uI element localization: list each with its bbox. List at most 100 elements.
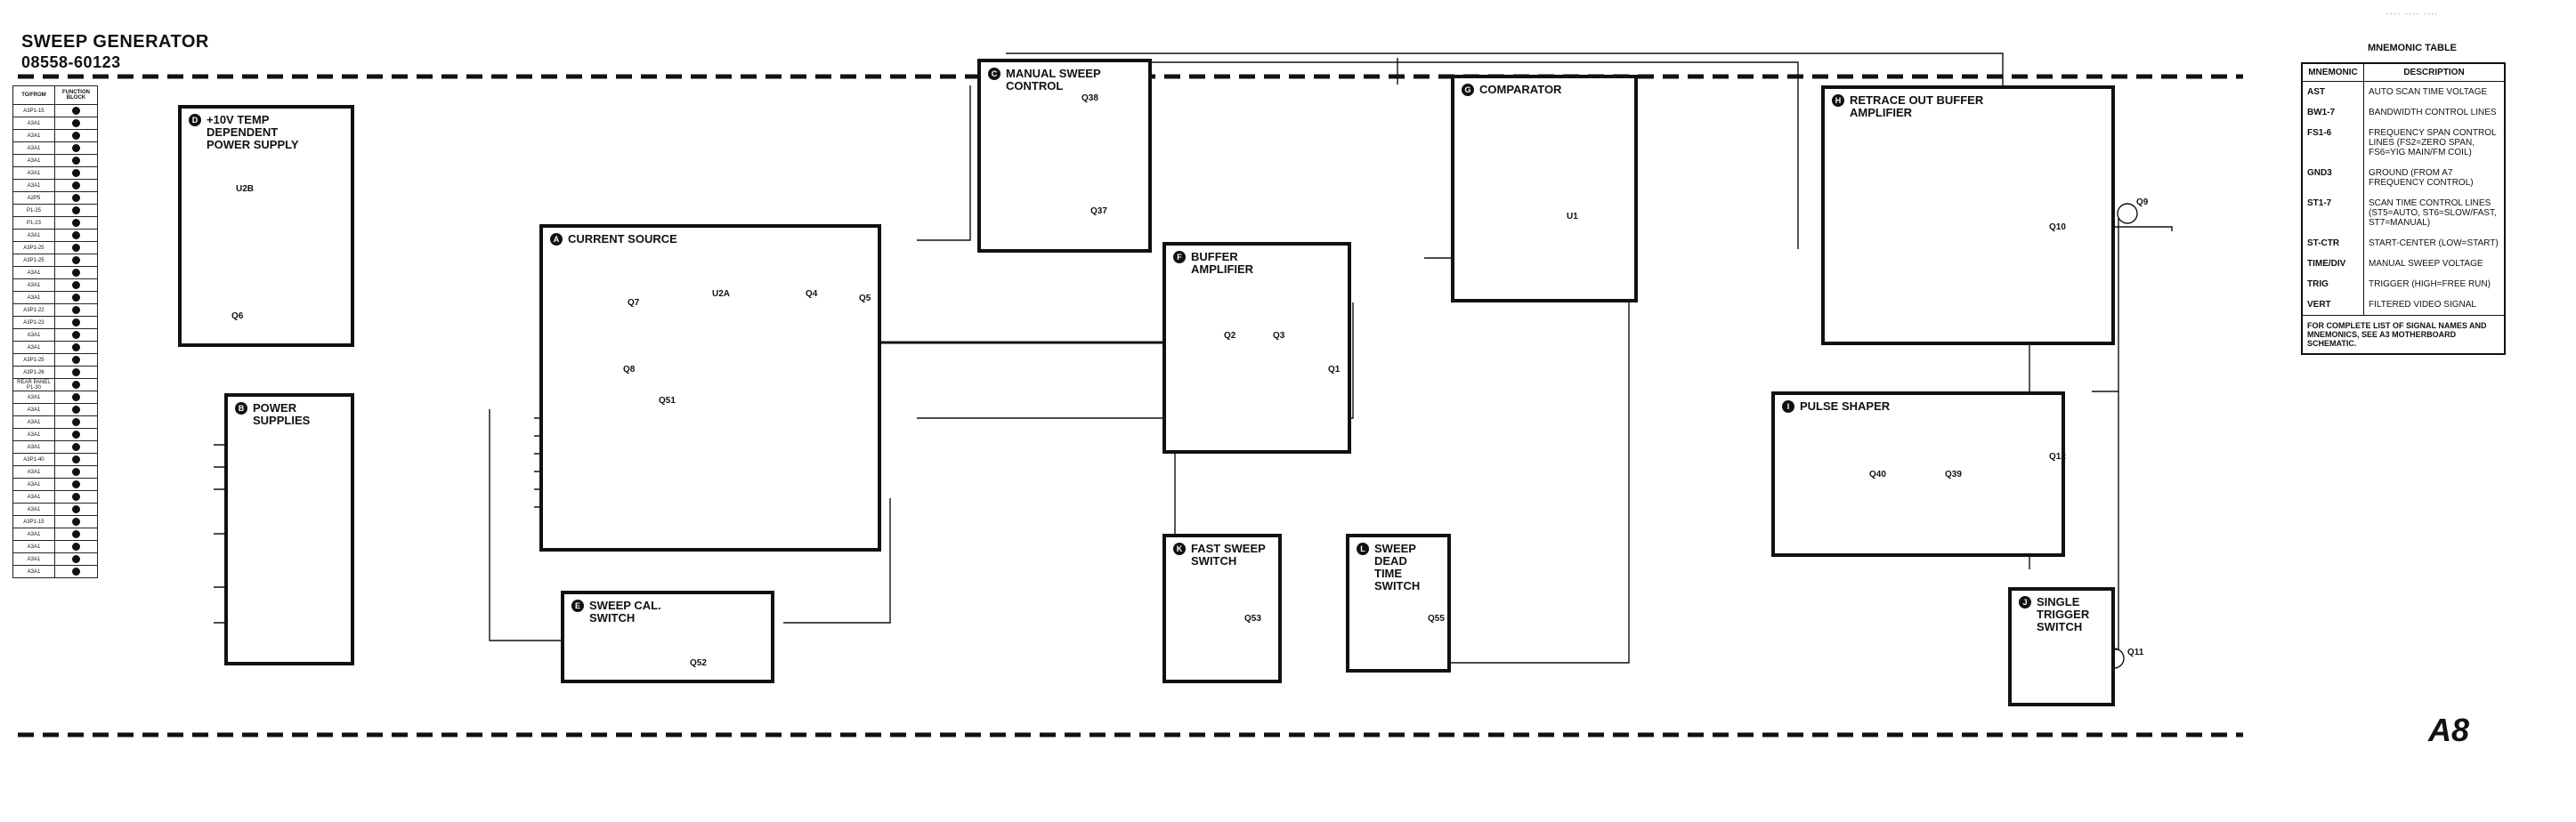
- description-cell: SCAN TIME CONTROL LINES (ST5=AUTO, ST6=S…: [2363, 193, 2506, 233]
- block-id-badge: D: [189, 114, 201, 126]
- to-from-row: A3A1: [12, 391, 99, 404]
- function-block-dot-icon: [71, 468, 80, 476]
- function-block-dot-icon: [71, 206, 80, 214]
- block-id-badge: J: [2019, 596, 2031, 608]
- block-id-badge: I: [1782, 400, 1794, 413]
- function-block-dot-icon: [71, 331, 80, 339]
- mnemonic-table-title: MNEMONIC TABLE: [2368, 43, 2458, 53]
- function-block-dot-icon: [71, 219, 80, 227]
- component-ref: Q10: [2049, 222, 2066, 232]
- function-block-dot-icon: [71, 406, 80, 414]
- component-ref: Q37: [1090, 206, 1107, 216]
- l-to-h: [1442, 302, 1630, 664]
- function-block-dot-icon: [71, 455, 80, 463]
- header-marks: ---- ---- ----: [2386, 11, 2439, 18]
- function-block-dot-icon: [71, 194, 80, 202]
- to-from-row: A3A1: [12, 440, 99, 454]
- function-block-dot-icon: [71, 530, 80, 538]
- block-single-trigger-switch: J SINGLE TRIGGER SWITCH: [2008, 587, 2115, 706]
- mnemonic-cell: TIME/DIV: [2301, 254, 2364, 274]
- part-number: 08558-60123: [21, 53, 121, 71]
- function-block-dot-icon: [71, 181, 80, 189]
- description-cell: TRIGGER (HIGH=FREE RUN): [2363, 274, 2506, 294]
- block-comparator: G COMPARATOR: [1451, 75, 1638, 302]
- function-block-dot-icon: [71, 132, 80, 140]
- block-title: COMPARATOR: [1479, 83, 1562, 96]
- block-retrace-out-buffer: H RETRACE OUT BUFFER AMPLIFIER: [1821, 85, 2115, 345]
- component-ref: Q7: [628, 298, 640, 308]
- to-from-row: A3P1-40: [12, 453, 99, 466]
- function-block-dot-icon: [71, 306, 80, 314]
- function-block-dot-icon: [71, 256, 80, 264]
- component-ref: Q2: [1224, 331, 1236, 341]
- block-id-badge: B: [235, 402, 247, 415]
- top-bus-2: [1126, 61, 1799, 249]
- function-block-dot-icon: [71, 368, 80, 376]
- function-block-dot-icon: [71, 543, 80, 551]
- page-id: A8: [2428, 712, 2470, 748]
- function-block-dot-icon: [71, 144, 80, 152]
- mnemonic-cell: GND3: [2301, 163, 2364, 193]
- function-block-dot-icon: [71, 356, 80, 364]
- block-title: SWEEP DEAD TIME SWITCH: [1374, 542, 1421, 592]
- block-title: SINGLE TRIGGER SWITCH: [2037, 595, 2090, 633]
- to-from-row: P1-25: [12, 204, 99, 217]
- component-ref: Q11: [2127, 648, 2144, 657]
- function-block-dot-icon: [71, 119, 80, 127]
- function-block-dot-icon: [71, 281, 80, 289]
- to-from-row: A3A1: [12, 154, 99, 167]
- to-from-row: A3P1-23: [12, 316, 99, 329]
- description-cell: BANDWIDTH CONTROL LINES: [2363, 102, 2506, 123]
- component-ref: U1: [1567, 212, 1578, 222]
- block-id-badge: G: [1462, 84, 1474, 96]
- component-ref: Q9: [2136, 197, 2149, 207]
- description-cell: GROUND (FROM A7 FREQUENCY CONTROL): [2363, 163, 2506, 193]
- description-cell: AUTO SCAN TIME VOLTAGE: [2363, 81, 2506, 102]
- block-title: BUFFER AMPLIFIER: [1191, 250, 1254, 276]
- mnemonic-footnote: FOR COMPLETE LIST OF SIGNAL NAMES AND MN…: [2301, 315, 2506, 355]
- e-return: [783, 498, 891, 624]
- component-ref: Q4: [806, 289, 818, 299]
- function-block-dot-icon: [71, 157, 80, 165]
- to-from-row: A3P1-15: [12, 515, 99, 528]
- description-cell: MANUAL SWEEP VOLTAGE: [2363, 254, 2506, 274]
- mnemonic-cell: VERT: [2301, 294, 2364, 316]
- component-ref: Q5: [859, 294, 871, 303]
- component-ref: Q52: [690, 658, 707, 668]
- function-block-dot-icon: [71, 169, 80, 177]
- block-title: RETRACE OUT BUFFER AMPLIFIER: [1850, 93, 1984, 119]
- component-ref: Q1: [1328, 365, 1341, 375]
- mnemonic-cell: AST: [2301, 81, 2364, 102]
- description-cell: START-CENTER (LOW=START): [2363, 233, 2506, 254]
- description-cell: FREQUENCY SPAN CONTROL LINES (FS2=ZERO S…: [2363, 123, 2506, 163]
- mnemonic-footnote-row: FOR COMPLETE LIST OF SIGNAL NAMES AND MN…: [2301, 315, 2506, 355]
- mnemonic-cell: ST1-7: [2301, 193, 2364, 233]
- sheet-title: SWEEP GENERATOR: [21, 32, 209, 52]
- function-block-dot-icon: [71, 443, 80, 451]
- block-id-badge: H: [1832, 94, 1844, 107]
- block-id-badge: A: [550, 233, 563, 246]
- function-block-dot-icon: [71, 493, 80, 501]
- component-ref: Q38: [1081, 93, 1098, 103]
- component-ref: Q39: [1945, 470, 1962, 480]
- to-from-row: A3A1: [12, 341, 99, 354]
- function-block-dot-icon: [71, 318, 80, 326]
- component-ref: Q6: [231, 311, 244, 321]
- component-ref: U2B: [236, 184, 255, 194]
- component-ref: Q8: [623, 365, 636, 375]
- to-from-row: A3A1: [12, 141, 99, 155]
